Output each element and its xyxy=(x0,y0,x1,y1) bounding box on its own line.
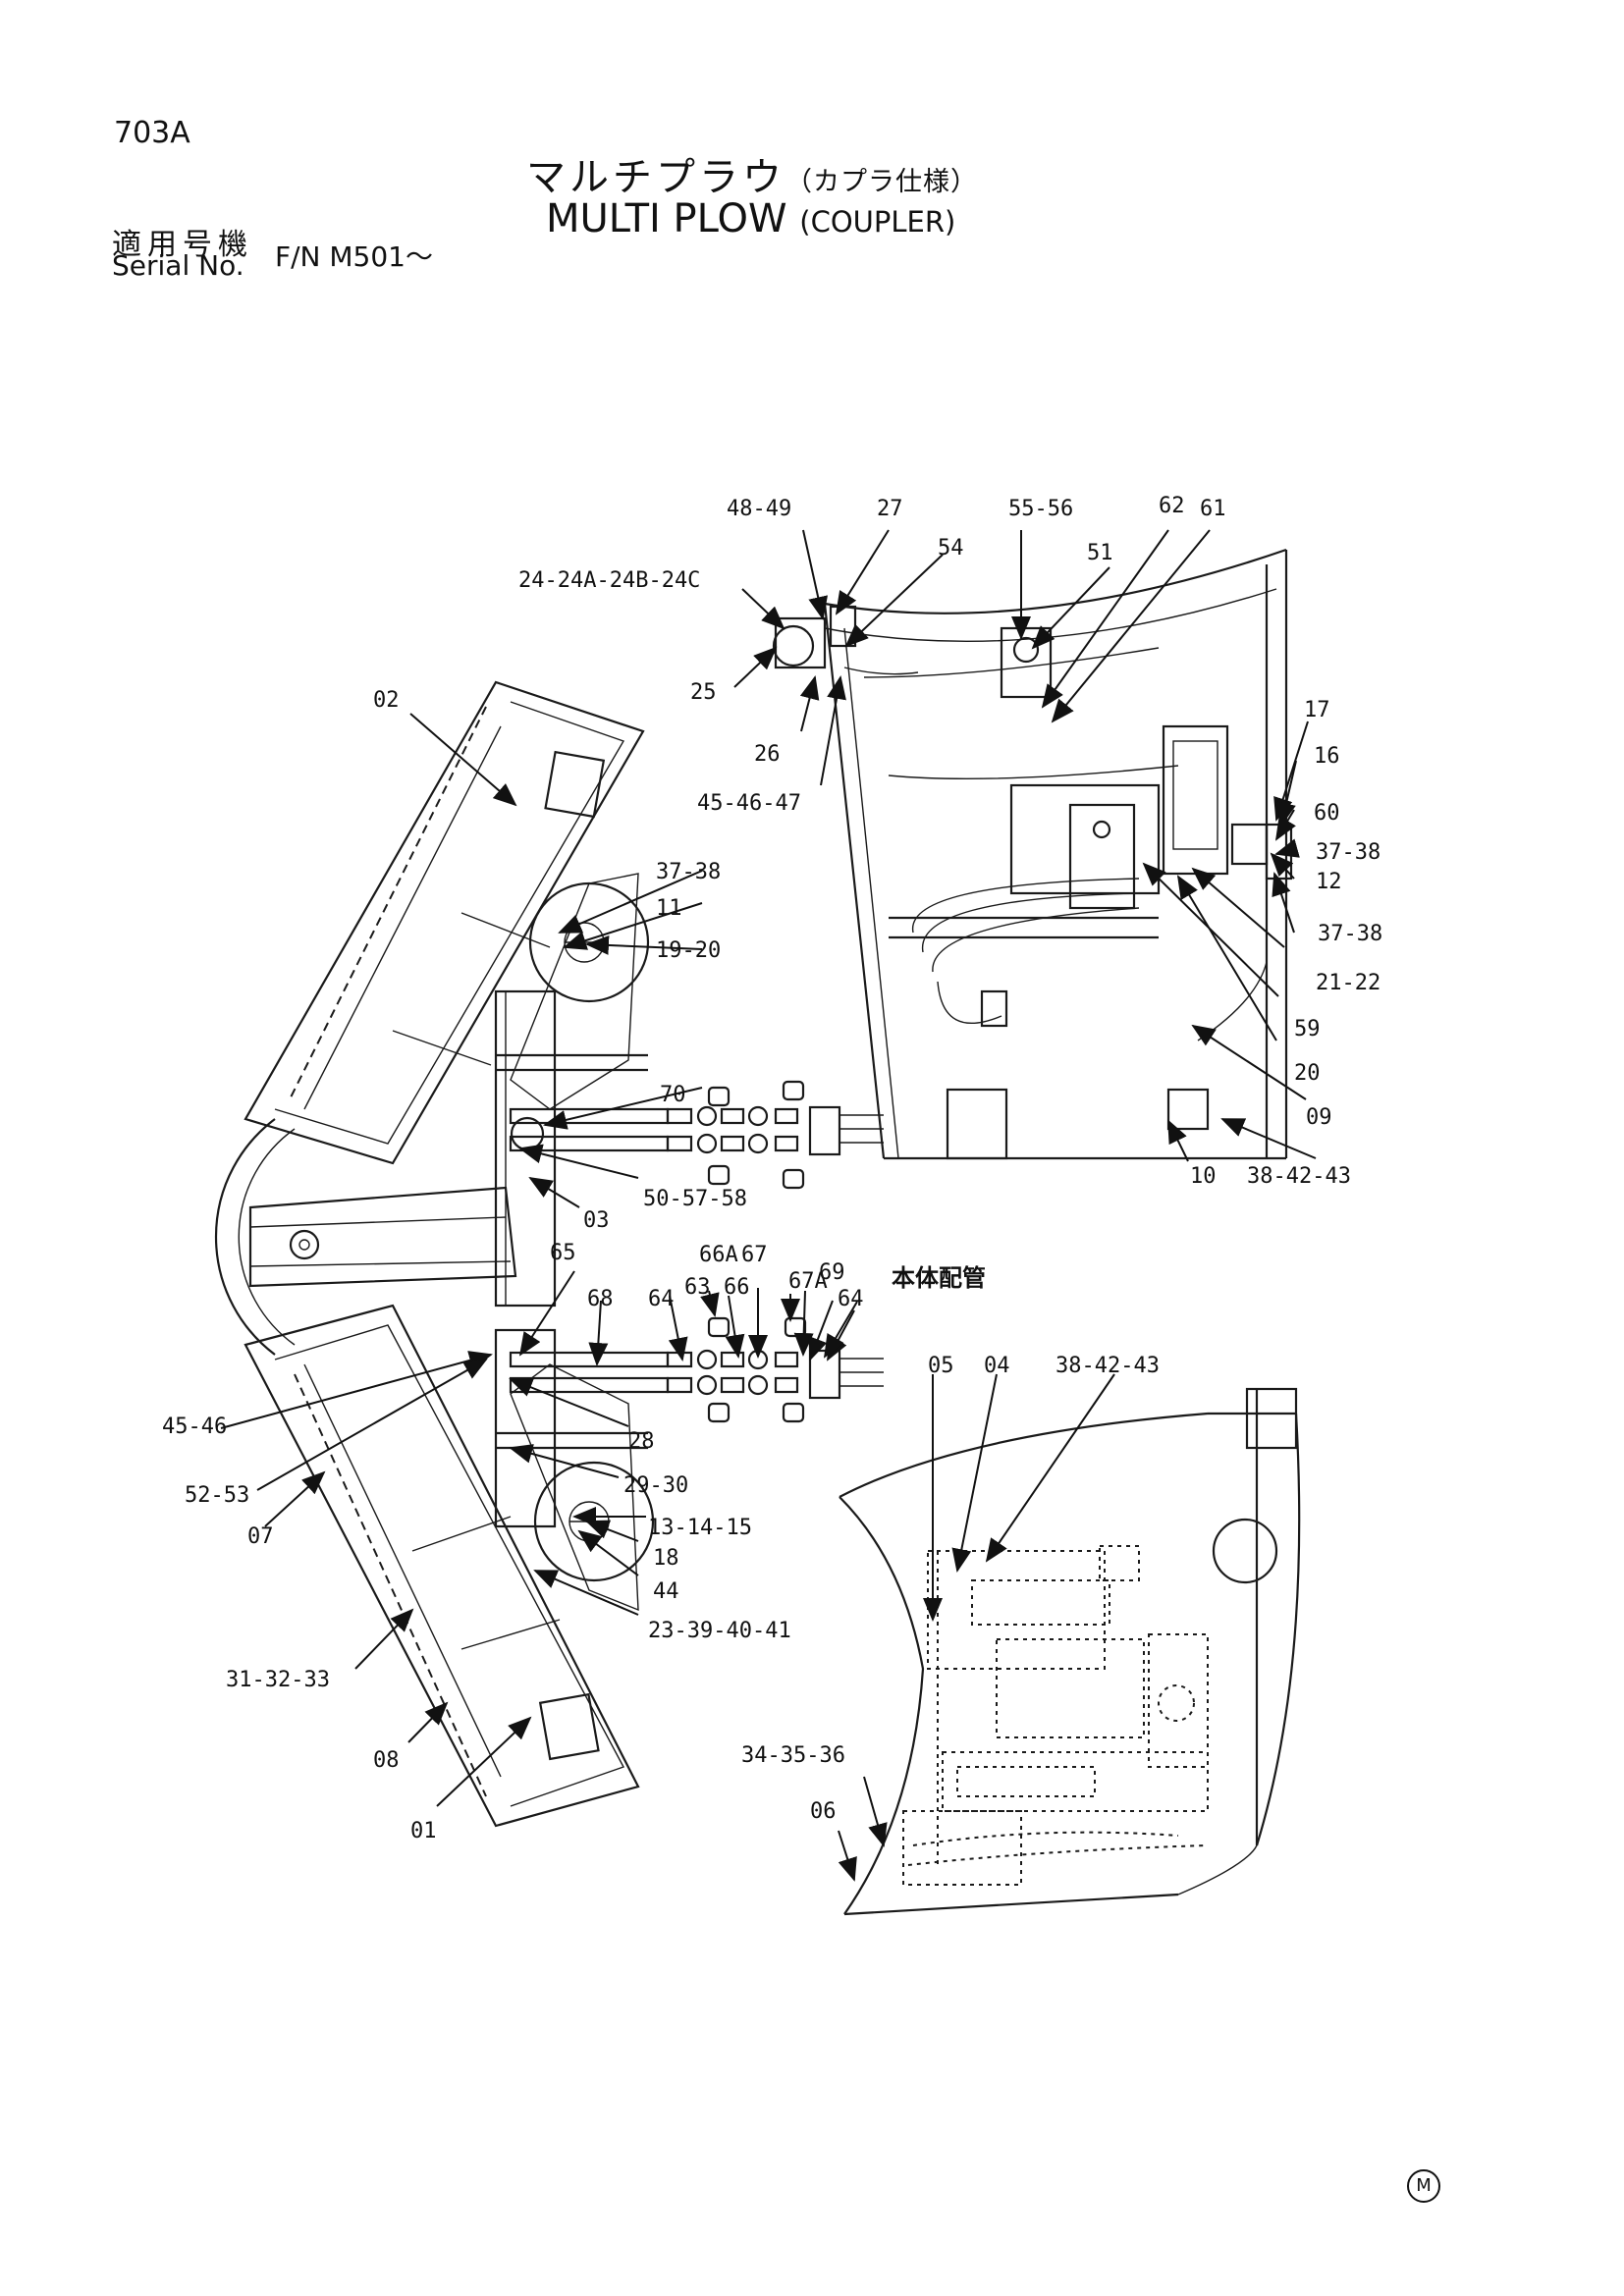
blade-rear-view xyxy=(839,1387,1301,1916)
callout-52-53: 52-53 xyxy=(185,1483,249,1508)
hydraulic-lines-lower xyxy=(509,1316,884,1423)
serial-label-japanese: 適用号機 xyxy=(112,228,253,262)
callout-60: 60 xyxy=(1314,801,1340,826)
callout-31-32-33: 31-32-33 xyxy=(226,1668,330,1692)
callout-07: 07 xyxy=(247,1524,274,1549)
callout-50-57-58: 50-57-58 xyxy=(643,1187,747,1211)
leader-lines xyxy=(220,529,1317,1882)
callout-04: 04 xyxy=(984,1354,1010,1378)
plow-blade-lower xyxy=(244,1304,640,1828)
callout-main-body-piping: 本体配管 xyxy=(892,1264,986,1292)
plow-blade-upper xyxy=(244,680,645,1165)
callout-64-left: 64 xyxy=(648,1287,675,1311)
callout-64-right: 64 xyxy=(838,1287,864,1311)
callout-25: 25 xyxy=(690,680,717,705)
serial-number-value: F/N M501～ xyxy=(275,240,433,273)
callout-67a: 67A xyxy=(788,1269,828,1294)
callout-55-56: 55-56 xyxy=(1008,497,1073,521)
callout-02: 02 xyxy=(373,688,400,713)
callout-21-22: 21-22 xyxy=(1316,971,1380,995)
callout-29-30: 29-30 xyxy=(623,1473,688,1498)
callout-08: 08 xyxy=(373,1748,400,1773)
coupler-side-view xyxy=(772,548,1293,1160)
callout-10: 10 xyxy=(1190,1164,1217,1189)
callout-11: 11 xyxy=(656,896,682,921)
callout-54: 54 xyxy=(938,536,964,561)
callout-labels: 48-49 27 55-56 62 61 54 51 24-24A-24B-24… xyxy=(162,494,1382,1843)
callout-59: 59 xyxy=(1294,1017,1321,1041)
page-code: 703A xyxy=(114,116,190,150)
callout-19-20: 19-20 xyxy=(656,938,721,963)
serial-label-english: Serial No. xyxy=(112,249,244,282)
callout-24-24a-24b-24c: 24-24A-24B-24C xyxy=(518,568,700,593)
callout-09: 09 xyxy=(1306,1105,1332,1130)
callout-61: 61 xyxy=(1200,497,1226,521)
callout-66: 66 xyxy=(724,1275,750,1300)
callout-27: 27 xyxy=(877,497,903,521)
callout-16: 16 xyxy=(1314,744,1340,769)
callout-62: 62 xyxy=(1159,494,1185,518)
callout-18: 18 xyxy=(653,1546,679,1571)
callout-63: 63 xyxy=(684,1275,711,1300)
callout-17: 17 xyxy=(1304,698,1330,722)
callout-45-46: 45-46 xyxy=(162,1415,227,1439)
callout-68: 68 xyxy=(587,1287,614,1311)
callout-66a: 66A xyxy=(699,1243,738,1267)
callout-45-46-47: 45-46-47 xyxy=(697,791,801,816)
cylinder-lower xyxy=(496,1431,655,1582)
title-japanese-main: マルチプラウ xyxy=(526,155,785,200)
callout-69: 69 xyxy=(819,1260,845,1285)
callout-38-42-43-top: 38-42-43 xyxy=(1247,1164,1351,1189)
callout-23-39-40-41: 23-39-40-41 xyxy=(648,1619,791,1643)
callout-06: 06 xyxy=(810,1799,837,1824)
callout-67: 67 xyxy=(741,1243,768,1267)
callout-01: 01 xyxy=(410,1819,437,1843)
title-english-sub: (COUPLER) xyxy=(799,205,956,239)
callout-13-14-15: 13-14-15 xyxy=(648,1516,752,1540)
callout-05: 05 xyxy=(928,1354,954,1378)
callout-28: 28 xyxy=(628,1429,655,1454)
callout-26: 26 xyxy=(754,742,781,767)
center-pivot-frame xyxy=(214,989,557,1528)
callout-37-38-right-1: 37-38 xyxy=(1316,840,1380,865)
callout-37-38-right-2: 37-38 xyxy=(1318,922,1382,946)
title-japanese: マルチプラウ（カプラ仕様） xyxy=(526,145,978,202)
callout-20: 20 xyxy=(1294,1061,1321,1086)
title-english-main: MULTI PLOW xyxy=(546,196,787,241)
callout-65: 65 xyxy=(550,1241,576,1265)
callout-03: 03 xyxy=(583,1208,610,1233)
callout-34-35-36: 34-35-36 xyxy=(741,1743,845,1768)
callout-44: 44 xyxy=(653,1579,679,1604)
title-english: MULTI PLOW (COUPLER) xyxy=(546,196,955,241)
callout-37-38-left: 37-38 xyxy=(656,860,721,884)
callout-48-49: 48-49 xyxy=(727,497,791,521)
circled-m-mark: M xyxy=(1407,2169,1440,2203)
callout-51: 51 xyxy=(1087,541,1113,565)
callout-70: 70 xyxy=(660,1083,686,1107)
callout-12: 12 xyxy=(1316,870,1342,894)
title-japanese-sub: （カプラ仕様） xyxy=(785,167,978,197)
callout-38-42-43-bottom: 38-42-43 xyxy=(1056,1354,1160,1378)
hydraulic-lines-upper xyxy=(509,1080,884,1190)
